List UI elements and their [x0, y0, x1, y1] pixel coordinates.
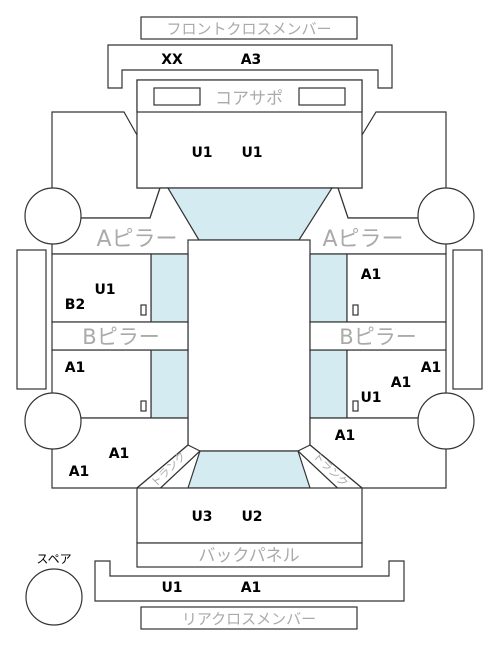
right-front-wheel [417, 187, 475, 245]
left-b-pillar [51, 321, 189, 351]
right-rear-door-handle [352, 400, 359, 412]
rear-cross-code-right: A1 [241, 580, 262, 596]
right-a-pillar-label: Aピラー [322, 227, 403, 252]
trunk-code-left: U3 [191, 509, 212, 525]
left-side-sill [16, 249, 47, 390]
right-front-door-code: A1 [361, 267, 382, 283]
right-rear-fender-code: A1 [335, 428, 356, 444]
front-cross-member [107, 44, 393, 89]
left-rear-wheel [24, 392, 82, 450]
rear-cross-member-box [140, 606, 358, 630]
left-front-wheel [24, 187, 82, 245]
front-cross-member-label: フロントクロスメンバー [166, 20, 331, 38]
right-rear-wheel [417, 392, 475, 450]
left-front-door-code-u1: U1 [94, 282, 115, 298]
right-front-door-handle [352, 304, 359, 316]
bonnet-code-right: U1 [241, 145, 262, 161]
left-rear-door-handle [140, 400, 147, 412]
left-front-door-code-b2: B2 [65, 297, 85, 313]
left-rear-door-code: A1 [65, 360, 86, 376]
bonnet-code-left: U1 [191, 145, 212, 161]
rear-window [187, 450, 311, 489]
front-cross-member-box [140, 16, 358, 40]
left-rear-fender-code-upper: A1 [109, 446, 130, 462]
roof [187, 239, 311, 452]
right-side-sill [452, 249, 483, 390]
left-front-door-handle [140, 304, 147, 316]
trunk-code-right: U2 [241, 509, 262, 525]
left-b-pillar-label: Bピラー [82, 325, 159, 349]
right-rear-door-code-a1-left: A1 [391, 375, 412, 391]
right-front-door [346, 253, 447, 323]
rear-cross-code-left: U1 [161, 580, 182, 596]
rear-cross-member [94, 560, 405, 602]
right-b-pillar [309, 321, 447, 351]
front-cross-code-right: A3 [241, 52, 262, 68]
core-support-label: コアサポ [215, 89, 283, 109]
left-headlight [153, 87, 201, 106]
right-front-window [309, 253, 348, 323]
trunk-lid [136, 487, 363, 544]
rear-cross-member-label: リアクロスメンバー [182, 610, 316, 628]
left-rear-window [150, 349, 189, 419]
right-rear-window [309, 349, 348, 419]
right-rear-door-code-u1: U1 [360, 390, 381, 406]
right-rear-door-code-a1-right: A1 [421, 360, 442, 376]
left-front-window [150, 253, 189, 323]
left-rear-fender-code-lower: A1 [69, 464, 90, 480]
spare-label: スペア [36, 552, 71, 566]
right-b-pillar-label: Bピラー [339, 325, 416, 349]
back-panel-box [136, 542, 363, 568]
right-headlight [298, 87, 346, 106]
spare-tire [25, 568, 83, 626]
front-cross-code-left: XX [161, 52, 183, 68]
back-panel-label: バックパネル [198, 546, 299, 566]
left-a-pillar-label: Aピラー [96, 227, 177, 252]
